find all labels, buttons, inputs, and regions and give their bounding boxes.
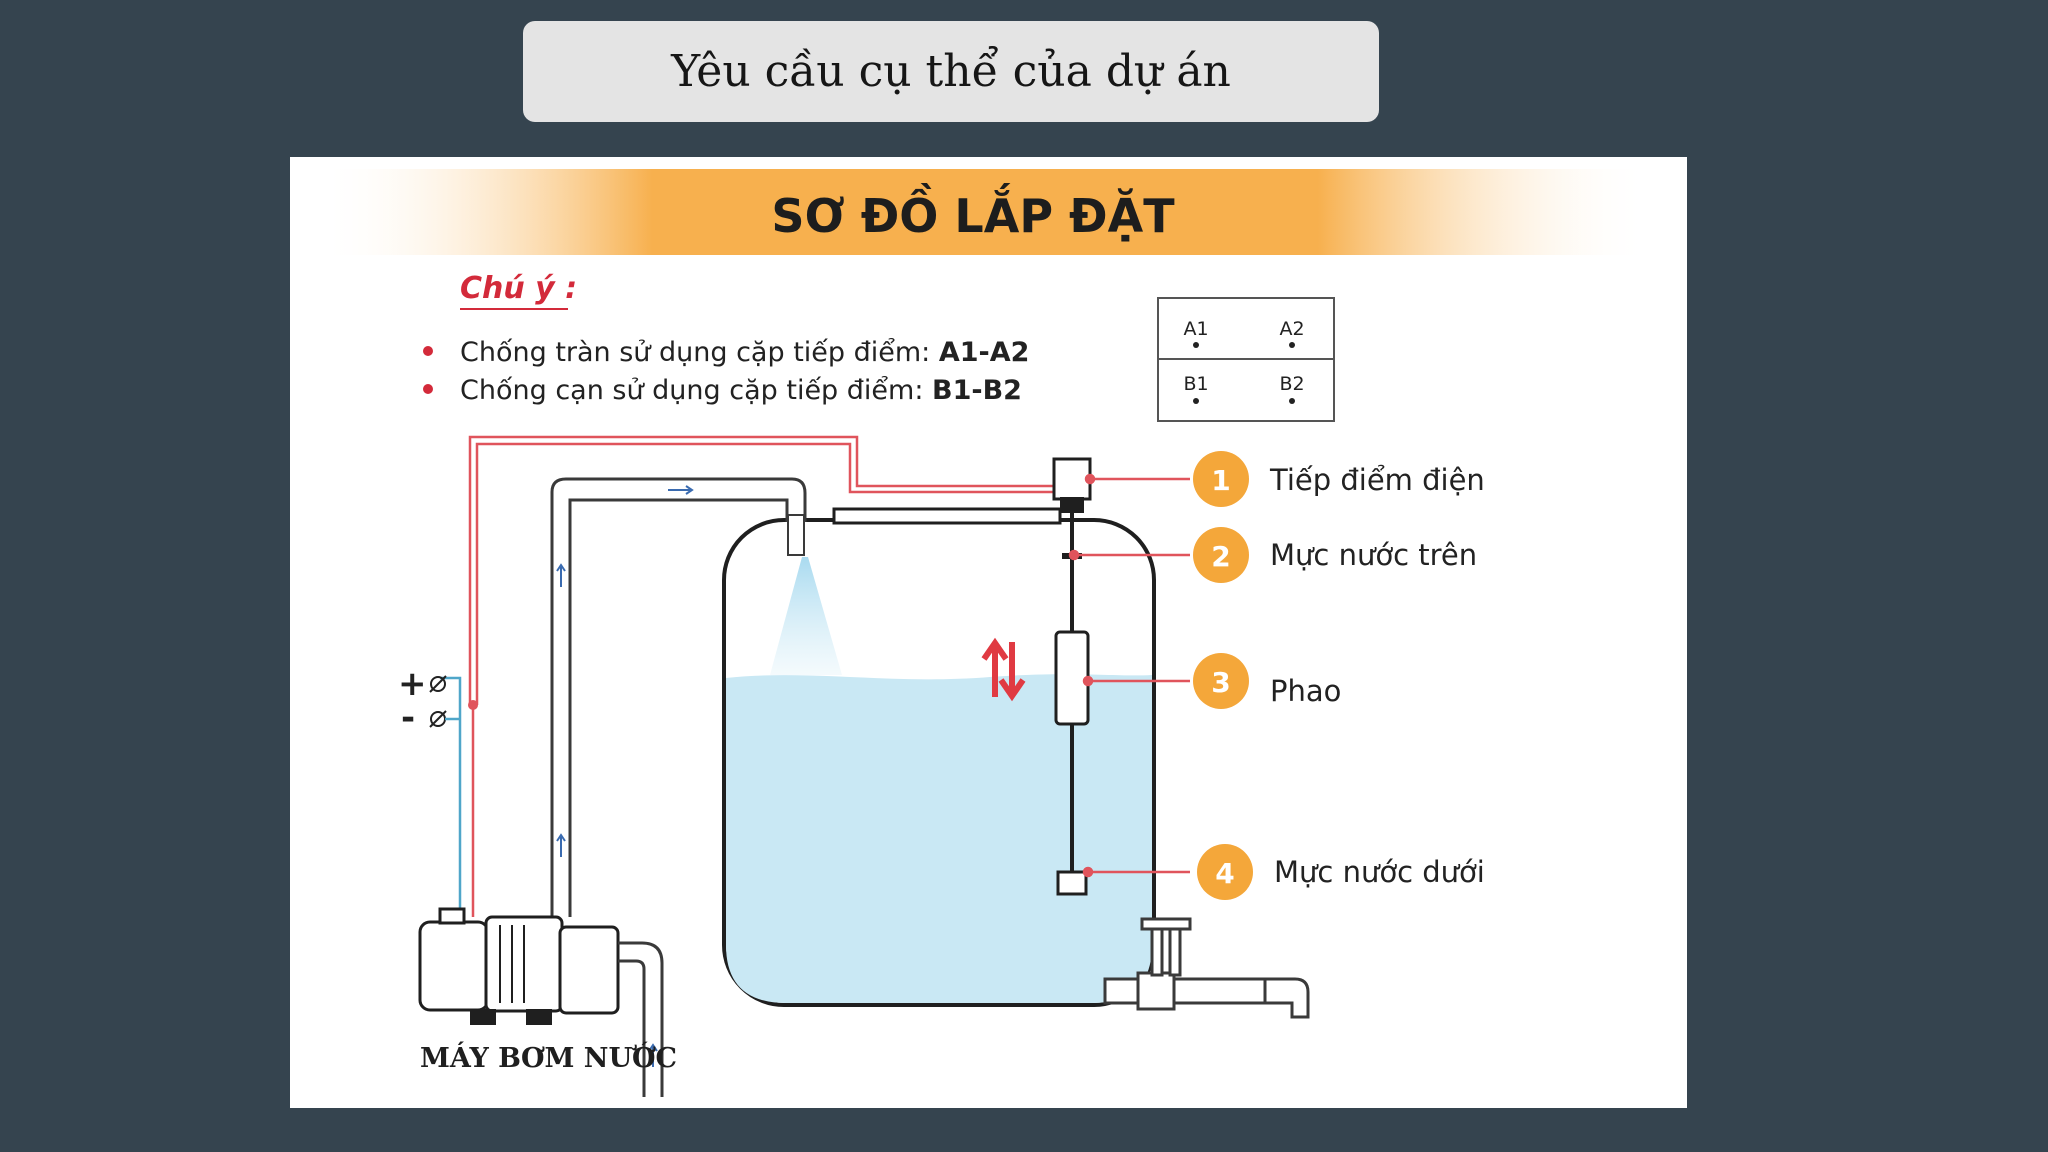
terminal-plus: + xyxy=(398,664,427,704)
float-motion-arrows xyxy=(981,637,1026,702)
badge-3: 3 xyxy=(1211,666,1230,699)
note-bullet-1 xyxy=(423,346,433,356)
outlet-valve xyxy=(1103,917,1310,1019)
pump-label: MÁY BƠM NƯỚC xyxy=(420,1040,677,1074)
callout-4: 4 Mực nước dưới xyxy=(1197,844,1485,900)
slide-title-box: Yêu cầu cụ thể của dự án xyxy=(523,21,1379,122)
float-switch xyxy=(1052,457,1092,896)
installation-diagram: SƠ ĐỒ LẮP ĐẶT Chú ý : Chống tràn sử dụng… xyxy=(290,157,1687,1108)
contact-b1: B1 xyxy=(1183,373,1208,395)
badge-4: 4 xyxy=(1215,857,1234,890)
wires xyxy=(440,435,1058,917)
note-title: Chú ý : xyxy=(460,271,577,306)
contact-a1: A1 xyxy=(1183,318,1208,340)
note-bullet-2 xyxy=(423,384,433,394)
diagram-canvas: SƠ ĐỒ LẮP ĐẶT Chú ý : Chống tràn sử dụng… xyxy=(320,169,1650,1097)
slide-title: Yêu cầu cụ thể của dự án xyxy=(671,46,1231,97)
water-spray xyxy=(770,557,842,675)
callout-lines xyxy=(1068,473,1190,878)
water-pump xyxy=(418,907,664,1097)
contact-a2: A2 xyxy=(1279,318,1304,340)
label-float: Phao xyxy=(1270,674,1341,708)
contacts-table: A1 A2 B1 B2 xyxy=(1157,297,1335,422)
callout-2: 2 Mực nước trên xyxy=(1193,527,1477,583)
note-item-2: Chống cạn sử dụng cặp tiếp điểm: B1-B2 xyxy=(460,375,1022,406)
power-terminals: + - xyxy=(398,664,460,738)
heading-band xyxy=(320,169,1650,255)
label-lower-level: Mực nước dưới xyxy=(1274,855,1485,889)
badge-2: 2 xyxy=(1211,540,1230,573)
terminal-minus: - xyxy=(401,698,415,738)
water-fill xyxy=(726,674,1152,1003)
label-upper-level: Mực nước trên xyxy=(1270,538,1477,572)
badge-1: 1 xyxy=(1211,464,1230,497)
note-item-1: Chống tràn sử dụng cặp tiếp điểm: A1-A2 xyxy=(460,337,1029,368)
contact-b2: B2 xyxy=(1279,373,1304,395)
callout-3: 3 Phao xyxy=(1193,653,1341,709)
callout-1: 1 Tiếp điểm điện xyxy=(1193,451,1485,507)
diagram-heading: SƠ ĐỒ LẮP ĐẶT xyxy=(771,183,1175,243)
water-tank xyxy=(722,507,1156,1007)
inlet-pipe xyxy=(550,477,807,917)
label-contact-point: Tiếp điểm điện xyxy=(1269,463,1485,497)
